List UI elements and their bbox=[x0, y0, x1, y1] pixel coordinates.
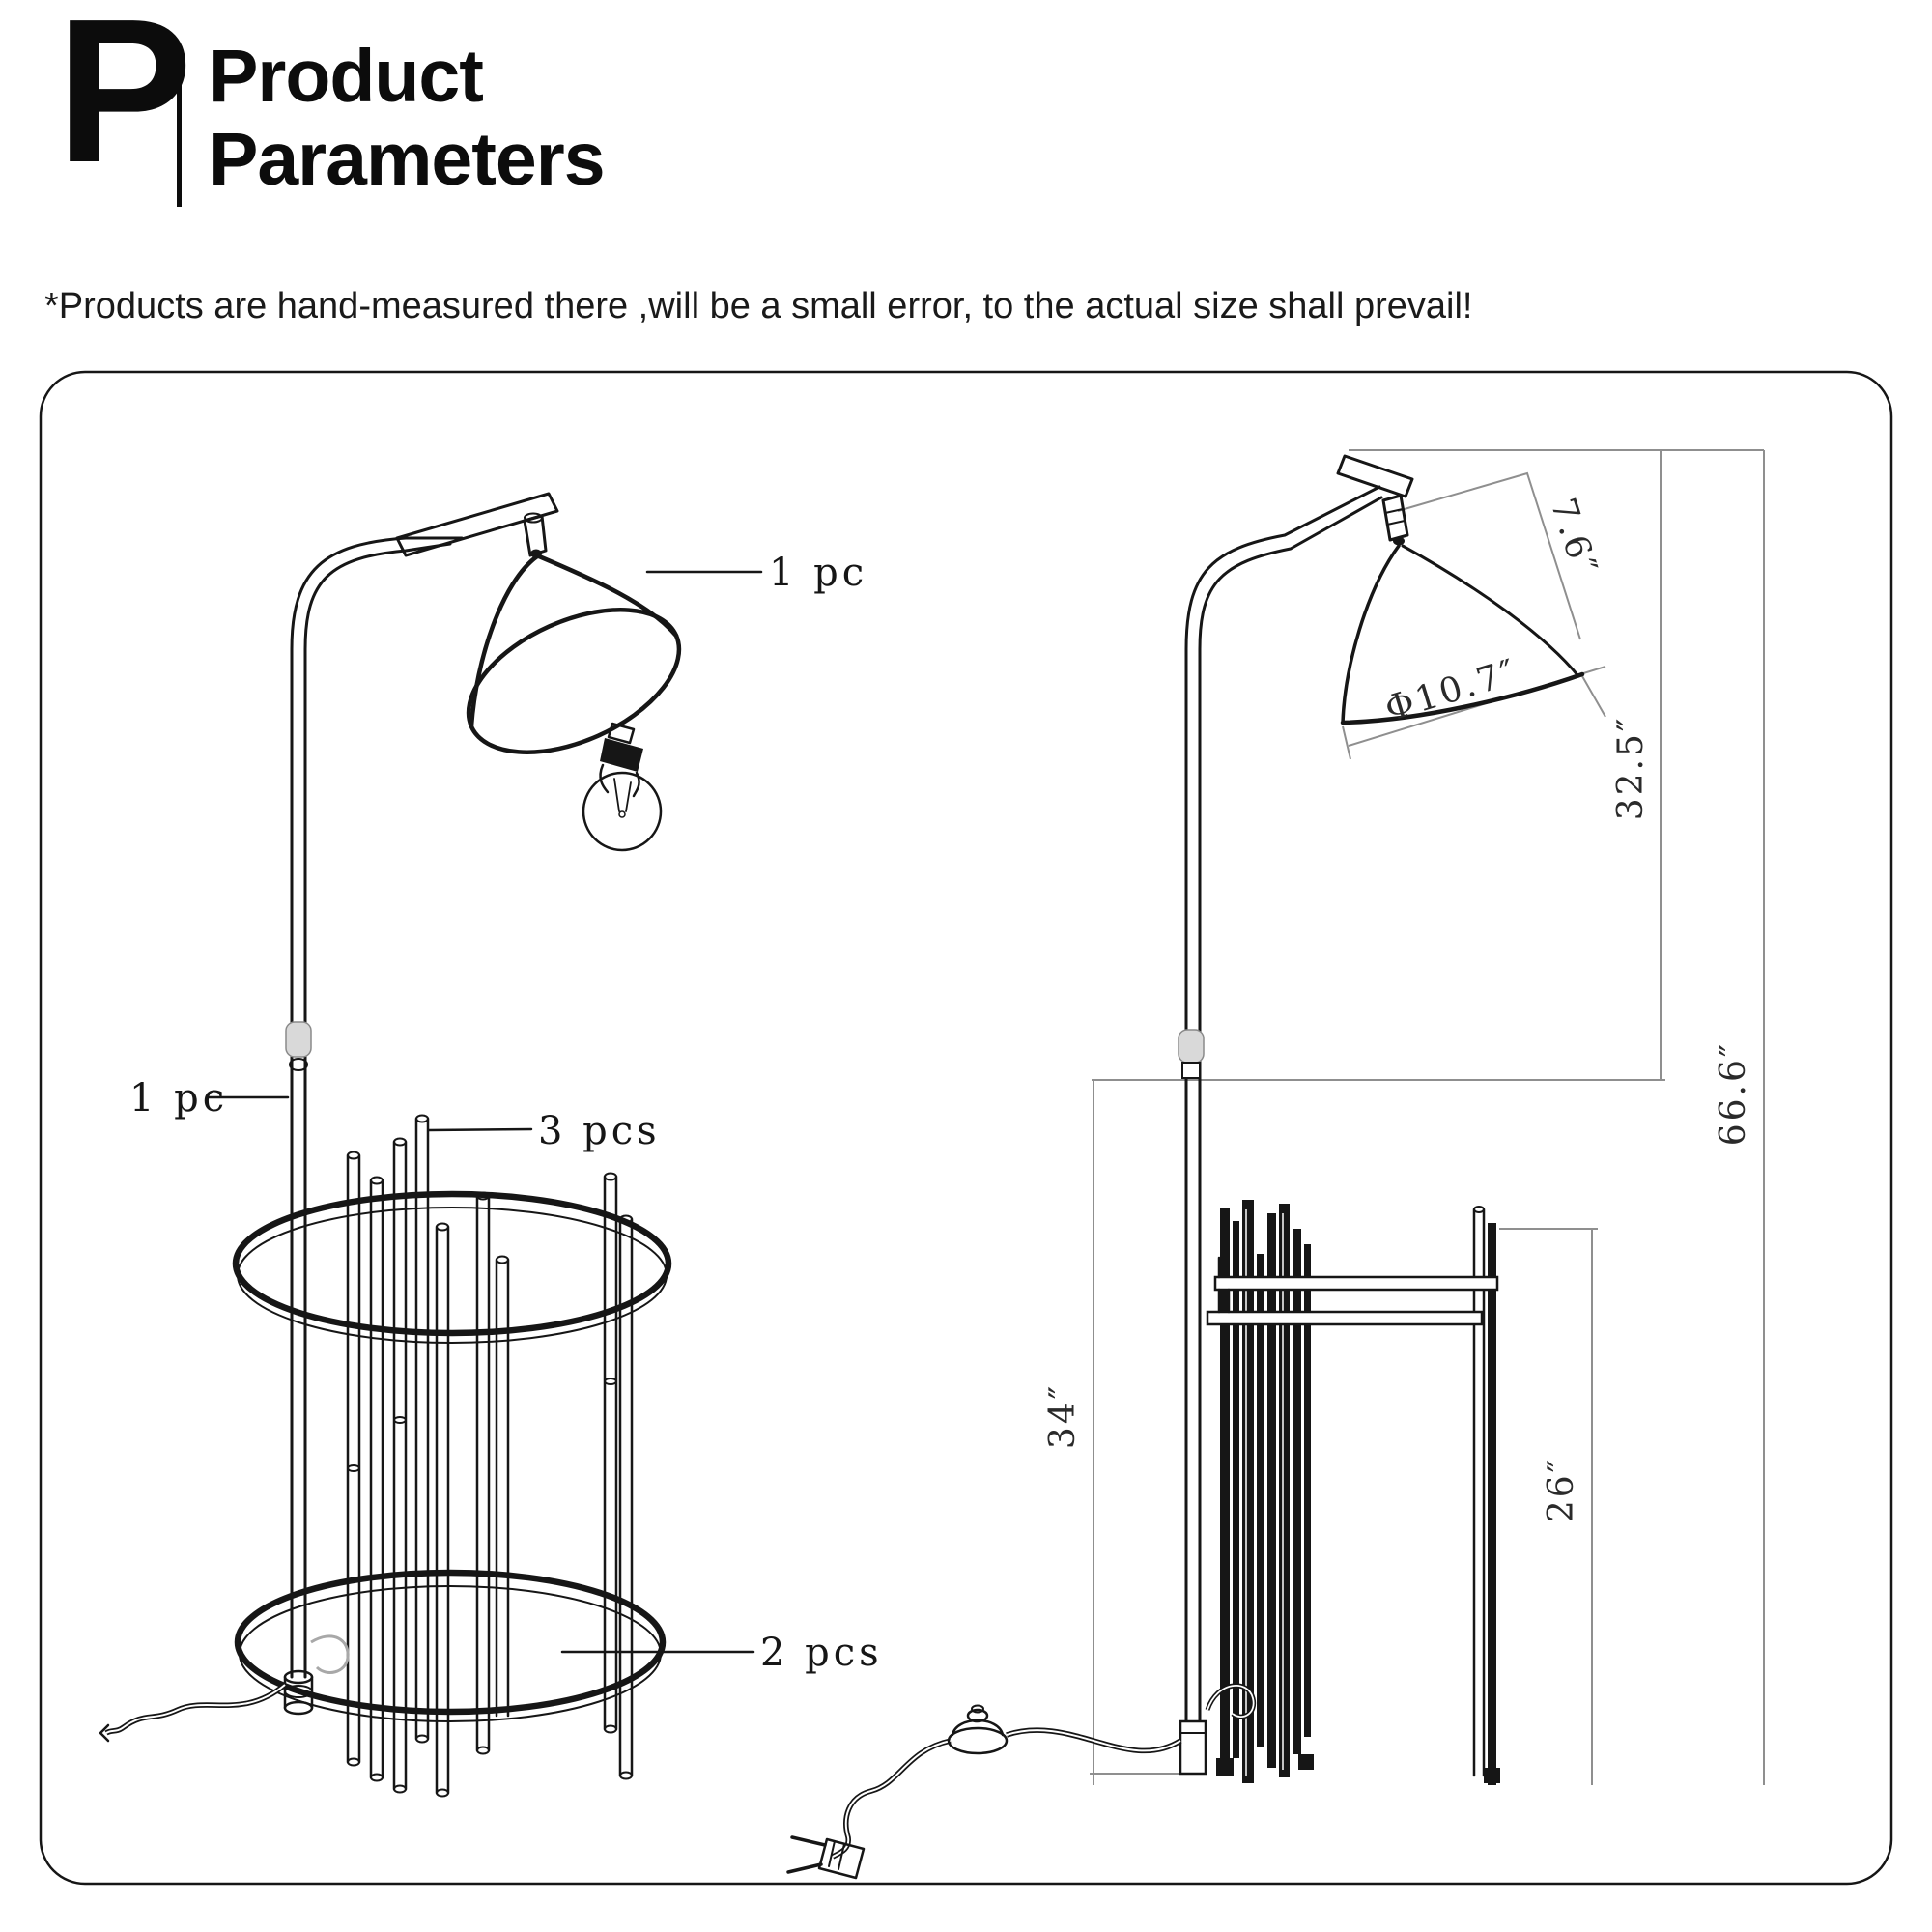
dim-table-height: 34″ bbox=[1043, 1383, 1083, 1449]
side-lamp-shade bbox=[1340, 544, 1585, 725]
front-pole-coupling bbox=[285, 1021, 312, 1071]
side-view-drawing: 7.6″ Φ10.7″ 32.5″ 66.6″ 34″ 26″ bbox=[786, 449, 1765, 1880]
light-bulb bbox=[582, 722, 663, 852]
dim-total-height: 66.6″ bbox=[1714, 1041, 1753, 1147]
shade-qty-label: 1 pc bbox=[769, 551, 867, 595]
power-plug bbox=[786, 1835, 866, 1880]
side-table bbox=[1206, 1200, 1500, 1785]
page-title-line1: Product bbox=[209, 35, 484, 118]
shelves-qty-label: 2 pcs bbox=[760, 1631, 883, 1675]
dimension-lines bbox=[1090, 449, 1765, 1785]
side-power-cord bbox=[786, 1683, 1257, 1880]
dim-upper-height: 32.5″ bbox=[1611, 716, 1651, 821]
logo-letter: P bbox=[56, 0, 192, 205]
side-pole-coupling bbox=[1178, 1029, 1205, 1079]
dim-shade-diameter: Φ10.7″ bbox=[1380, 652, 1522, 729]
header-divider bbox=[177, 50, 182, 207]
pole-qty-label: 1 pc bbox=[129, 1076, 228, 1121]
page-title: Product Parameters bbox=[209, 35, 606, 201]
foot-switch bbox=[947, 1704, 1009, 1755]
rods-qty-label: 3 pcs bbox=[538, 1109, 661, 1153]
diagram-frame bbox=[39, 370, 1893, 1886]
dimension-labels: 7.6″ Φ10.7″ 32.5″ 66.6″ 34″ 26″ bbox=[1043, 494, 1753, 1522]
page-title-line2: Parameters bbox=[209, 118, 606, 201]
dim-shelf-height: 26″ bbox=[1542, 1457, 1581, 1522]
front-power-cord bbox=[99, 1682, 287, 1743]
dim-shade-height: 7.6″ bbox=[1543, 494, 1605, 582]
front-lamp-head bbox=[395, 492, 559, 558]
front-shelf-rings bbox=[232, 1190, 672, 1722]
disclaimer-text: *Products are hand-measured there ,will … bbox=[44, 286, 1473, 327]
front-view-labels: 1 pc 1 pc 3 pcs 2 pcs bbox=[129, 551, 883, 1675]
side-pole-base bbox=[1179, 1719, 1208, 1776]
front-pole-base bbox=[283, 1634, 350, 1716]
front-pole bbox=[290, 536, 464, 1679]
side-pole bbox=[1184, 485, 1383, 1723]
front-view-drawing: 1 pc 1 pc 3 pcs 2 pcs bbox=[99, 492, 883, 1798]
side-lamp-head bbox=[1336, 454, 1414, 546]
front-lamp-shade bbox=[466, 554, 682, 754]
